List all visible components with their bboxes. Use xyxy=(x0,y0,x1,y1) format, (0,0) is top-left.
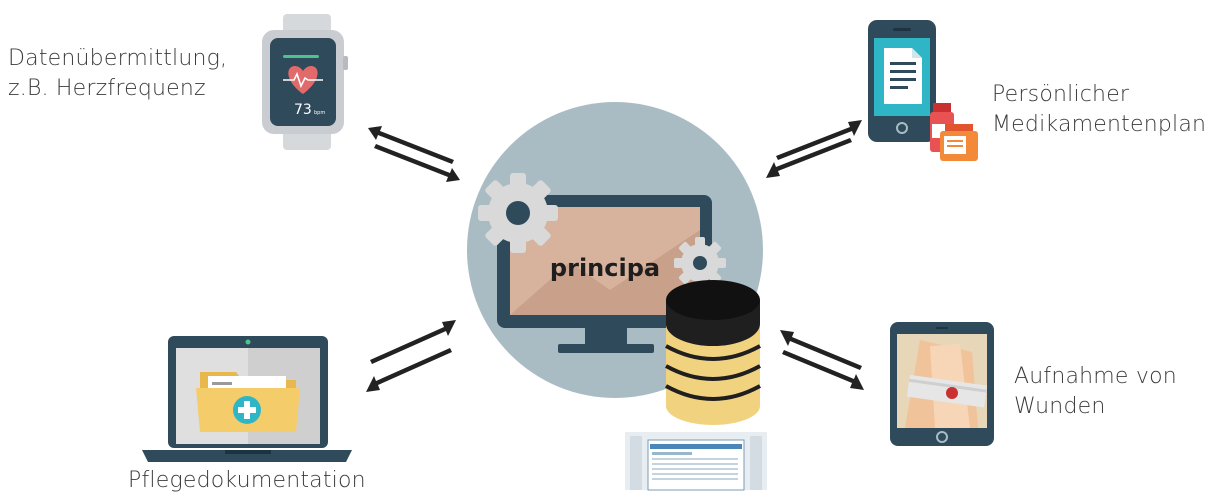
phone-label-line2: Medikamentenplan xyxy=(992,112,1207,137)
tablet-label-line1: Aufnahme von xyxy=(1014,364,1177,389)
heart-rate-value: 73 xyxy=(294,102,312,118)
gear-icon xyxy=(478,173,558,253)
tablet-label-line2: Wunden xyxy=(1014,394,1106,419)
heart-rate-unit: bpm xyxy=(314,110,325,116)
tablet-label: Aufnahme von Wunden xyxy=(1014,362,1177,422)
smartwatch-icon: 73 bpm xyxy=(262,14,348,150)
laptop-label: Pflegedokumentation xyxy=(128,466,366,496)
arrow-watch-hub xyxy=(368,126,460,182)
phone-label-line1: Persönlicher xyxy=(992,82,1130,107)
watch-label: Datenübermittlung, z.B. Herzfrequenz xyxy=(8,44,227,104)
medicine-bottle-icon xyxy=(930,103,978,161)
database-icon xyxy=(665,280,761,425)
smartphone-icon xyxy=(868,20,936,142)
gear-icon-small xyxy=(674,237,726,289)
watch-label-line2: z.B. Herzfrequenz xyxy=(8,76,206,101)
hub-label: principa xyxy=(550,254,660,282)
arrow-tablet-hub xyxy=(780,330,864,390)
phone-label: Persönlicher Medikamentenplan xyxy=(992,80,1206,140)
arrow-phone-hub xyxy=(766,120,862,178)
laptop-label-line1: Pflegedokumentation xyxy=(128,468,366,493)
tablet-icon xyxy=(890,322,994,446)
software-screenshot xyxy=(625,432,767,491)
arrow-laptop-hub xyxy=(366,320,456,392)
folder-icon xyxy=(196,372,300,432)
watch-label-line1: Datenübermittlung, xyxy=(8,46,228,71)
